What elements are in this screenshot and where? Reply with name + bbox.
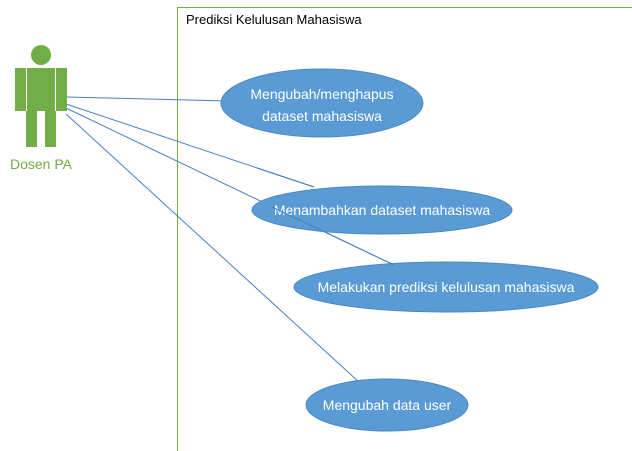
use-case-edit-user[interactable]: Mengubah data user: [305, 378, 469, 432]
system-title: Prediksi Kelulusan Mahasiswa: [186, 12, 362, 27]
system-boundary: Prediksi Kelulusan Mahasiswa: [177, 7, 632, 451]
association-line-user: [65, 113, 361, 384]
person-icon: [15, 45, 67, 147]
use-case-label: dataset mahasiswa: [262, 108, 382, 124]
actor-dosen-pa[interactable]: Dosen PA: [10, 45, 73, 172]
use-case-label: Melakukan prediksi kelulusan mahasiswa: [318, 279, 575, 295]
association-overlay-predict: [271, 206, 395, 266]
association-line-edit: [65, 96, 229, 102]
use-case-label: Menambahkan dataset mahasiswa: [274, 202, 491, 218]
use-case-edit-dataset[interactable]: Mengubah/menghapus dataset mahasiswa: [220, 68, 424, 138]
actor-label: Dosen PA: [10, 156, 73, 172]
association-overlay-add: [256, 167, 315, 188]
use-case-label: Mengubah/menghapus: [250, 86, 393, 102]
use-case-predict[interactable]: Melakukan prediksi kelulusan mahasiswa: [293, 261, 599, 313]
use-case-ellipse: [293, 261, 599, 313]
association-overlays: [256, 167, 395, 266]
use-case-ellipse: [220, 68, 424, 138]
use-case-add-dataset[interactable]: Menambahkan dataset mahasiswa: [251, 185, 513, 235]
use-case-ellipse: [305, 378, 469, 432]
use-case-label: Mengubah data user: [323, 397, 452, 413]
associations: [65, 96, 395, 384]
use-case-ellipse: [251, 185, 513, 235]
